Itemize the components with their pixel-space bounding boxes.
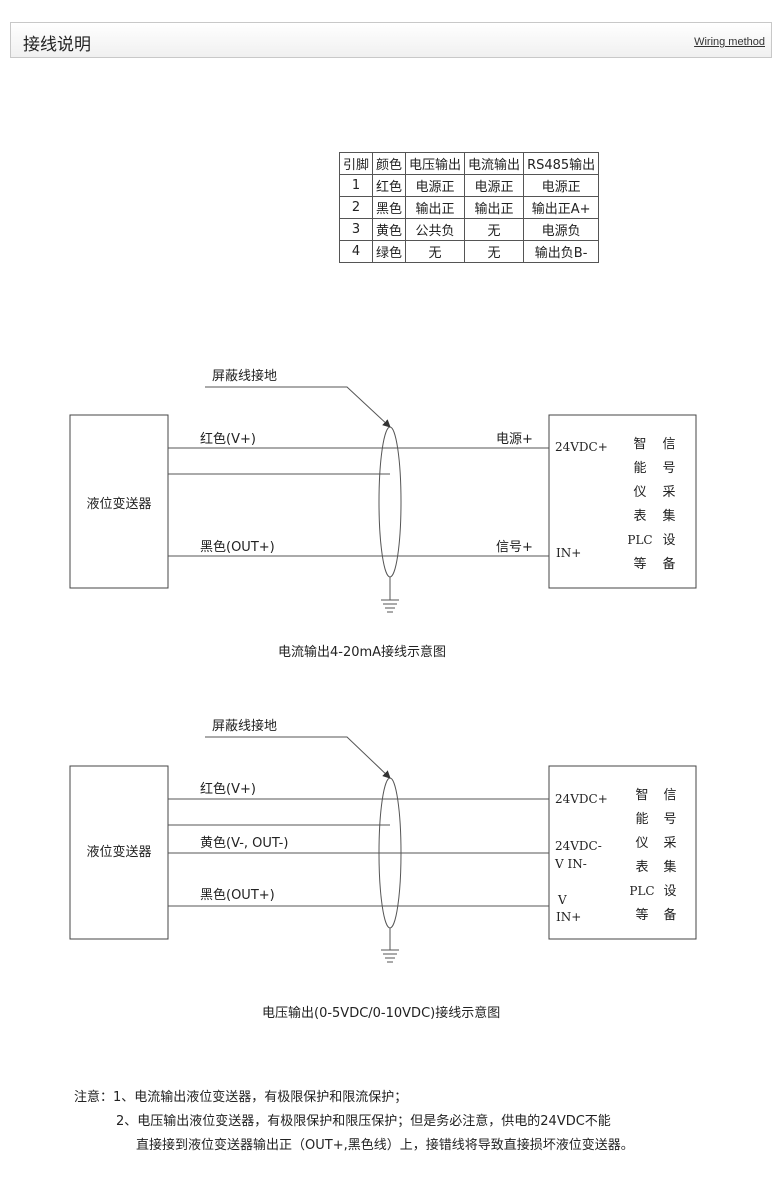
term-v: V xyxy=(557,893,567,907)
current-diagram: 液位变送器 红色(V+) 黑色(OUT+) 电源+ 信号+ 24VDC+ IN+… xyxy=(69,368,697,613)
device-char: 等 xyxy=(633,556,646,572)
wire-red-label: 红色(V+) xyxy=(200,781,256,797)
term-vin-plus: IN+ xyxy=(556,910,581,924)
pin-table-header: 引脚 颜色 电压输出 电流输出 RS485输出 xyxy=(338,152,600,175)
term-24vdc-minus: 24VDC- xyxy=(555,839,602,853)
cell: 黑色 xyxy=(372,196,407,219)
wire-black-label: 黑色(OUT+) xyxy=(200,887,275,903)
col-current: 电流输出 xyxy=(464,152,525,175)
ground-icon xyxy=(381,577,399,613)
current-diagram-caption: 电流输出4-20mA接线示意图 xyxy=(278,645,447,660)
device-char: 能 xyxy=(635,812,648,827)
wiring-method-link[interactable]: Wiring method xyxy=(694,36,765,48)
table-row: 1 红色 电源正 电源正 电源正 xyxy=(338,174,600,197)
shield-ellipse xyxy=(378,426,402,578)
wire-red-label: 红色(V+) xyxy=(200,431,256,447)
device-char: 仪 xyxy=(635,836,648,851)
note-line-3: 直接接到液位变送器输出正（OUT+,黑色线）上，接错线将导致直接损坏液位变送器。 xyxy=(136,1138,634,1153)
ground-icon xyxy=(381,928,399,963)
note-line-1: 注意：1、电流输出液位变送器，有极限保护和限流保护； xyxy=(74,1090,408,1105)
wire-yellow-label: 黄色(V-, OUT-) xyxy=(200,835,288,851)
device-box xyxy=(548,414,697,589)
table-row: 3 黄色 公共负 无 电源负 xyxy=(338,218,600,241)
note-line-2: 2、电压输出液位变送器，有极限保护和限压保护；但是务必注意，供电的24VDC不能 xyxy=(116,1114,611,1129)
device-char: 等 xyxy=(635,907,648,923)
device-char: 智 xyxy=(633,437,646,452)
shield-label: 屏蔽线接地 xyxy=(212,718,277,734)
cell: 输出负B- xyxy=(523,240,600,263)
shield-leader xyxy=(205,736,391,779)
device-char: 设 xyxy=(663,884,676,899)
cell: 无 xyxy=(464,218,525,241)
transmitter-box xyxy=(69,414,169,589)
cell: 绿色 xyxy=(372,240,407,263)
section-header: 接线说明 Wiring method xyxy=(10,22,772,58)
term-vin-minus: V IN- xyxy=(554,857,587,871)
shield-leader xyxy=(205,386,391,428)
device-char: 仪 xyxy=(633,485,646,500)
device-char: 表 xyxy=(633,509,646,524)
term-in-plus: IN+ xyxy=(556,546,581,560)
device-char: 设 xyxy=(662,533,675,548)
transmitter-label: 液位变送器 xyxy=(86,496,151,512)
col-color: 颜色 xyxy=(372,152,407,175)
cell: 无 xyxy=(464,240,525,263)
wire-black-label: 黑色(OUT+) xyxy=(200,539,275,555)
device-char: 集 xyxy=(662,508,675,524)
device-char: 备 xyxy=(663,907,676,923)
section-title: 接线说明 xyxy=(23,35,91,55)
term-24vdc: 24VDC+ xyxy=(555,440,608,454)
device-char: 表 xyxy=(635,860,648,875)
notes: 注意：1、电流输出液位变送器，有极限保护和限流保护； 2、电压输出液位变送器，有… xyxy=(74,1086,634,1158)
device-char: 集 xyxy=(663,859,676,875)
device-char: 号 xyxy=(662,461,675,476)
device-char: 信 xyxy=(662,437,675,452)
voltage-diagram: 液位变送器 红色(V+) 黄色(V-, OUT-) 黑色(OUT+) 24VDC… xyxy=(69,718,697,963)
cell: 电源正 xyxy=(464,174,525,197)
device-char: PLC xyxy=(629,884,654,898)
device-text-col2: 信 号 采 集 设 备 xyxy=(663,788,676,923)
device-text-col2: 信 号 采 集 设 备 xyxy=(662,437,675,572)
cell: 无 xyxy=(405,240,466,263)
cell: 输出正 xyxy=(464,196,525,219)
device-char: 采 xyxy=(663,836,676,851)
device-text-col1: 智 能 仪 表 PLC 等 xyxy=(629,788,654,923)
device-char: 信 xyxy=(663,788,676,803)
device-text-col1: 智 能 仪 表 PLC 等 xyxy=(627,437,652,572)
signal-plus-label: 信号+ xyxy=(496,540,533,555)
table-row: 2 黑色 输出正 输出正 输出正A+ xyxy=(338,196,600,219)
term-24vdc: 24VDC+ xyxy=(555,792,608,806)
power-plus-label: 电源+ xyxy=(496,432,533,447)
transmitter-label: 液位变送器 xyxy=(86,844,151,860)
table-row: 4 绿色 无 无 输出负B- xyxy=(338,240,600,263)
device-char: 备 xyxy=(662,556,675,572)
device-char: 号 xyxy=(663,812,676,827)
device-char: PLC xyxy=(627,533,652,547)
device-char: 智 xyxy=(635,788,648,803)
shield-label: 屏蔽线接地 xyxy=(212,368,277,384)
col-rs485: RS485输出 xyxy=(523,152,600,175)
voltage-diagram-caption: 电压输出(0-5VDC/0-10VDC)接线示意图 xyxy=(262,1006,501,1021)
cell: 电源负 xyxy=(523,218,600,241)
cell: 红色 xyxy=(372,174,407,197)
device-char: 采 xyxy=(662,485,675,500)
cell: 电源正 xyxy=(405,174,466,197)
pin-table: 引脚 颜色 电压输出 电流输出 RS485输出 1 红色 电源正 电源正 电源正… xyxy=(338,152,600,263)
device-char: 能 xyxy=(633,461,646,476)
